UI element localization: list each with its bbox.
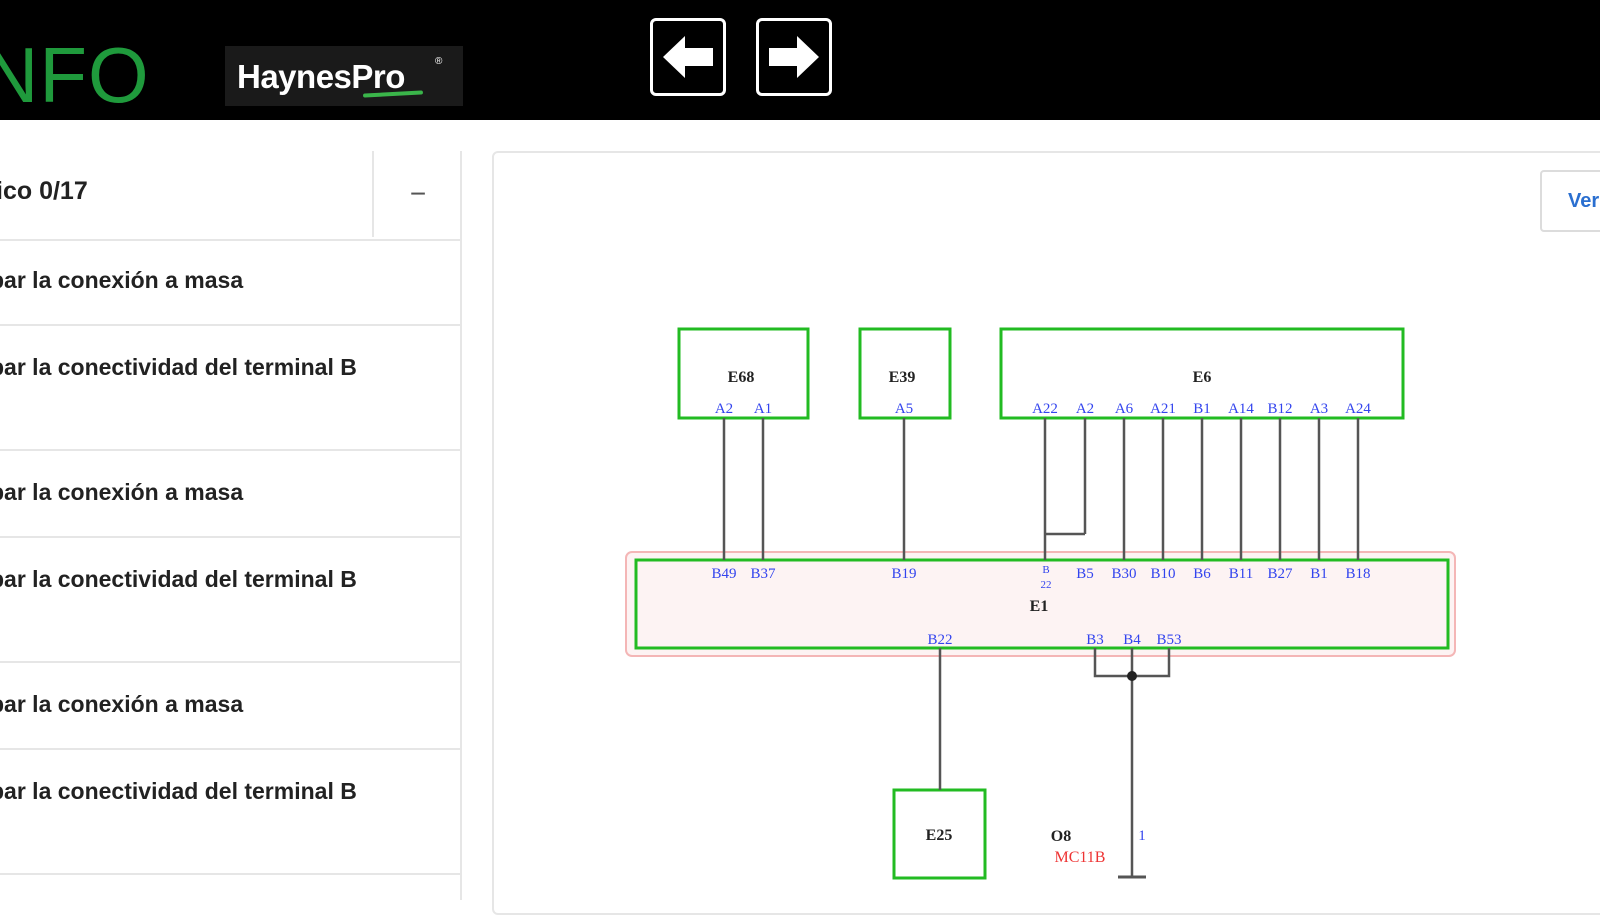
pin-label: B1 bbox=[1310, 566, 1328, 582]
pin-label: B bbox=[1042, 564, 1049, 576]
pin-label: A22 bbox=[1032, 401, 1058, 417]
pin-label: B1 bbox=[1193, 401, 1211, 417]
pin-label: B53 bbox=[1156, 632, 1181, 648]
logo-registered-mark: ® bbox=[435, 56, 443, 67]
pin-label: B12 bbox=[1267, 401, 1292, 417]
pin-label: A2 bbox=[1076, 401, 1094, 417]
list-item-label: bar la conectividad del terminal B bbox=[0, 778, 357, 804]
pin-label: B18 bbox=[1345, 566, 1370, 582]
component-e68[interactable] bbox=[677, 327, 810, 420]
pin-label: B4 bbox=[1123, 632, 1141, 648]
collapse-button[interactable]: − bbox=[372, 151, 462, 237]
label-e1: E1 bbox=[1030, 598, 1049, 615]
list-item[interactable]: bar la conexión a masa bbox=[0, 451, 460, 538]
list-item[interactable]: bar la conexión a masa bbox=[0, 663, 460, 750]
top-bar: NFO HaynesPro ® bbox=[0, 0, 1600, 120]
pin-label: B22 bbox=[927, 632, 952, 648]
e1-highlight bbox=[625, 551, 1456, 657]
haynespro-logo-text: HaynesPro bbox=[237, 58, 405, 95]
list-item-label: bar la conectividad del terminal B bbox=[0, 566, 357, 592]
pin-label: B6 bbox=[1193, 566, 1211, 582]
pin-label: 1 bbox=[1138, 828, 1146, 844]
pin-label: A2 bbox=[715, 401, 733, 417]
component-e1[interactable] bbox=[634, 558, 1450, 650]
pin-label: B10 bbox=[1150, 566, 1175, 582]
wire-group bbox=[722, 418, 1360, 879]
list-item-label: bar la conexión a masa bbox=[0, 267, 244, 293]
list-item-label: bar la conexión a masa bbox=[0, 479, 244, 505]
label-e39: E39 bbox=[889, 369, 916, 386]
pin-label: A24 bbox=[1345, 401, 1371, 417]
list-item-label: bar la conexión a masa bbox=[0, 691, 244, 717]
label-e68: E68 bbox=[728, 369, 755, 386]
pin-label: A5 bbox=[895, 401, 913, 417]
haynespro-logo: HaynesPro ® bbox=[225, 46, 463, 106]
pin-label: A14 bbox=[1228, 401, 1254, 417]
list-item[interactable]: bar la conectividad del terminal B bbox=[0, 538, 460, 663]
sidebar-title: ico 0/17 bbox=[0, 177, 88, 205]
brand-logo-text: NFO bbox=[0, 31, 150, 119]
list-item[interactable]: bar la conectividad del terminal B bbox=[0, 750, 460, 875]
sidebar-header: ico 0/17 − bbox=[0, 151, 460, 241]
sidebar: ico 0/17 − bar la conexión a masa bar la… bbox=[0, 151, 462, 900]
view-button[interactable]: Ver bbox=[1540, 170, 1600, 232]
pin-label: B27 bbox=[1267, 566, 1293, 582]
forward-button[interactable] bbox=[756, 18, 832, 96]
label-e25: E25 bbox=[926, 827, 953, 844]
junction-dot bbox=[1127, 671, 1137, 681]
pin-label: B19 bbox=[891, 566, 916, 582]
back-button[interactable] bbox=[650, 18, 726, 96]
pin-label: B5 bbox=[1076, 566, 1094, 582]
pin-label: B3 bbox=[1086, 632, 1104, 648]
list-item-label: bar la conectividad del terminal B bbox=[0, 354, 357, 380]
label-e6: E6 bbox=[1193, 369, 1212, 386]
pin-label: 22 bbox=[1041, 579, 1052, 591]
list-item[interactable]: bar la conectividad del terminal B bbox=[0, 326, 460, 451]
pin-label: A1 bbox=[754, 401, 772, 417]
pin-label: A3 bbox=[1310, 401, 1328, 417]
pin-label: B49 bbox=[711, 566, 736, 582]
pin-label: B37 bbox=[750, 566, 776, 582]
list-item[interactable]: bar la conexión a masa bbox=[0, 239, 460, 326]
arrow-left-icon bbox=[663, 36, 713, 78]
label-ground-o8: O8 bbox=[1051, 828, 1071, 845]
pin-label: A6 bbox=[1115, 401, 1134, 417]
pin-label: B11 bbox=[1229, 566, 1253, 582]
label-ground-ref: MC11B bbox=[1055, 849, 1106, 866]
arrow-right-icon bbox=[769, 36, 819, 78]
pin-label: A21 bbox=[1150, 401, 1176, 417]
pin-label: B30 bbox=[1111, 566, 1136, 582]
